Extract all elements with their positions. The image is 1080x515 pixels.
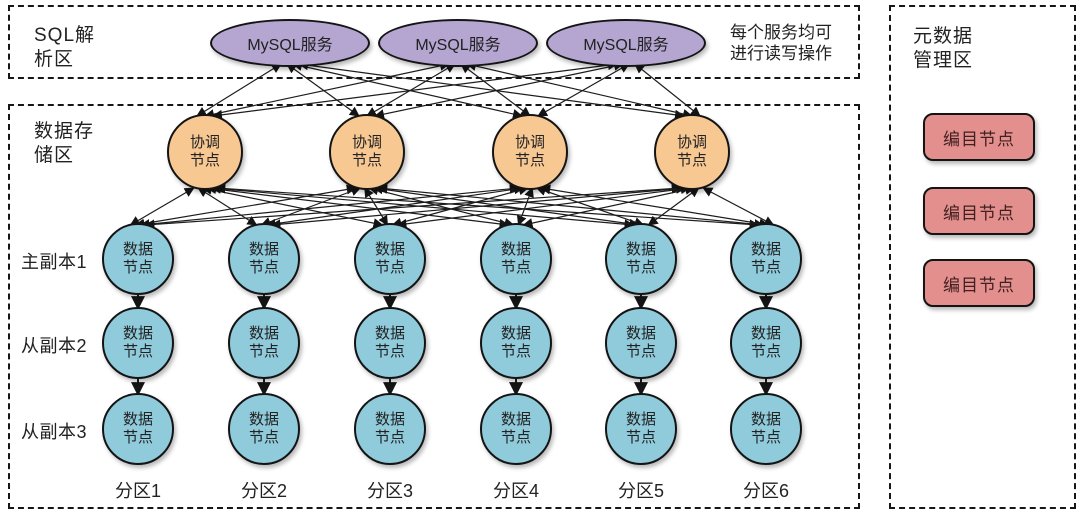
partition-label-label: 分区3 [366, 481, 413, 501]
data-node-label: 数据节点 [122, 241, 153, 276]
partition-label-label: 分区1 [114, 481, 161, 501]
partition-label-label: 分区6 [742, 481, 789, 501]
data-node: 数据节点 [228, 393, 300, 465]
replica-row-label: 从副本3 [16, 418, 92, 444]
partition-label: 分区2 [224, 477, 304, 503]
coordinator-node-label: 协调节点 [351, 134, 382, 169]
data-node: 数据节点 [228, 223, 300, 295]
coordinator-node: 协调节点 [492, 114, 568, 190]
replica-row-label-label: 从副本2 [20, 336, 87, 356]
replica-row-label: 从副本2 [16, 332, 92, 358]
data-node-label: 数据节点 [750, 325, 781, 360]
coordinator-node-label: 协调节点 [676, 134, 707, 169]
catalog-node-label: 编目节点 [943, 203, 1015, 223]
data-node: 数据节点 [354, 223, 426, 295]
partition-label: 分区6 [726, 477, 806, 503]
catalog-node: 编目节点 [923, 187, 1035, 235]
data-node-label: 数据节点 [625, 241, 656, 276]
mysql-service-node-label: MySQL服务 [583, 37, 669, 54]
catalog-node: 编目节点 [923, 113, 1035, 161]
mysql-service-node: MySQL服务 [378, 19, 538, 67]
partition-label: 分区1 [98, 477, 178, 503]
data-node: 数据节点 [354, 393, 426, 465]
data-node: 数据节点 [605, 307, 677, 379]
data-node: 数据节点 [102, 393, 174, 465]
data-node-label: 数据节点 [248, 241, 279, 276]
partition-label-label: 分区5 [617, 481, 664, 501]
metadata-management-zone: 元数据管理区 [889, 5, 1076, 509]
partition-label-label: 分区2 [240, 481, 287, 501]
data-node-label: 数据节点 [625, 411, 656, 446]
coordinator-node-label: 协调节点 [189, 134, 220, 169]
mysql-service-node: MySQL服务 [210, 19, 370, 67]
data-node-label: 数据节点 [750, 411, 781, 446]
data-node: 数据节点 [605, 393, 677, 465]
storage-zone-label: 数据存储区 [34, 121, 95, 166]
data-node-label: 数据节点 [625, 325, 656, 360]
coordinator-node: 协调节点 [654, 114, 730, 190]
coordinator-node: 协调节点 [167, 114, 243, 190]
data-node-label: 数据节点 [500, 241, 531, 276]
coordinator-node-label: 协调节点 [514, 134, 545, 169]
data-node-label: 数据节点 [500, 325, 531, 360]
catalog-node-label: 编目节点 [943, 129, 1015, 149]
data-node-label: 数据节点 [750, 241, 781, 276]
partition-label: 分区4 [476, 477, 556, 503]
data-node-label: 数据节点 [374, 411, 405, 446]
coordinator-node: 协调节点 [329, 114, 405, 190]
meta-zone-label: 元数据管理区 [913, 26, 974, 71]
partition-label: 分区3 [350, 477, 430, 503]
data-node: 数据节点 [102, 307, 174, 379]
replica-row-label-label: 从副本3 [20, 422, 87, 442]
sql-zone-label: SQL解析区 [34, 25, 96, 70]
partition-label: 分区5 [601, 477, 681, 503]
data-node-label: 数据节点 [374, 241, 405, 276]
data-node: 数据节点 [730, 307, 802, 379]
data-node-label: 数据节点 [248, 325, 279, 360]
data-node-label: 数据节点 [122, 325, 153, 360]
data-node-label: 数据节点 [374, 325, 405, 360]
catalog-node-label: 编目节点 [943, 275, 1015, 295]
mysql-service-node-label: MySQL服务 [415, 37, 501, 54]
data-node: 数据节点 [102, 223, 174, 295]
data-node: 数据节点 [228, 307, 300, 379]
catalog-node: 编目节点 [923, 259, 1035, 307]
data-node: 数据节点 [730, 393, 802, 465]
data-node: 数据节点 [730, 223, 802, 295]
mysql-service-node-label: MySQL服务 [247, 37, 333, 54]
data-node-label: 数据节点 [248, 411, 279, 446]
partition-label-label: 分区4 [492, 481, 539, 501]
data-node-label: 数据节点 [500, 411, 531, 446]
data-node: 数据节点 [354, 307, 426, 379]
data-node: 数据节点 [605, 223, 677, 295]
replica-row-label-label: 主副本1 [20, 252, 87, 272]
mysql-service-node: MySQL服务 [546, 19, 706, 67]
data-node-label: 数据节点 [122, 411, 153, 446]
data-node: 数据节点 [480, 307, 552, 379]
read-write-note: 每个服务均可进行读写操作 [730, 23, 832, 63]
replica-row-label: 主副本1 [16, 248, 92, 274]
data-node: 数据节点 [480, 223, 552, 295]
data-node: 数据节点 [480, 393, 552, 465]
